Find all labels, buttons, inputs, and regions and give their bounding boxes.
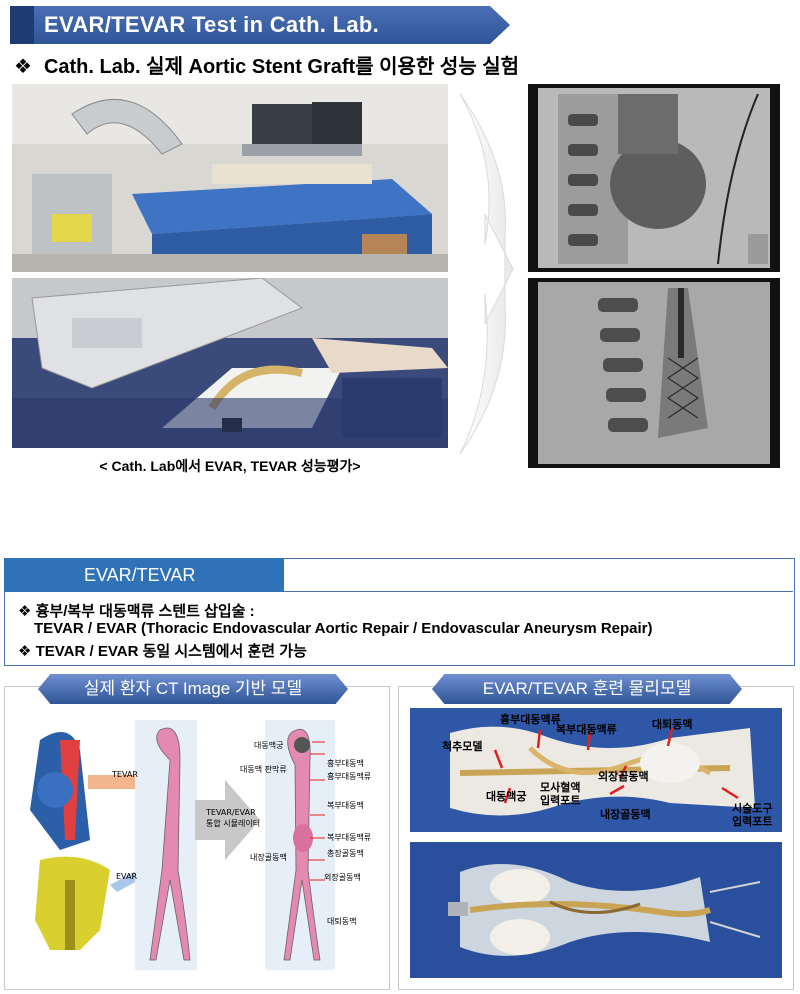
anatomy-label: 대퇴동맥 — [327, 917, 357, 926]
label-spine-model: 척추모델 — [442, 740, 483, 753]
anatomy-label: 내장골동맥 — [250, 853, 287, 862]
label-femoral: 대퇴동맥 — [652, 718, 693, 731]
tevar-arrow-label: TEVAR — [112, 770, 138, 779]
photo-caption: < Cath. Lab에서 EVAR, TEVAR 성능평가> — [99, 458, 361, 474]
anatomy-label: 외장골동맥 — [324, 873, 361, 882]
subtitle-text: Cath. Lab. 실제 Aortic Stent Graft를 이용한 성능… — [43, 56, 520, 78]
evar-line-3: ❖ TEVAR / EVAR 동일 시스템에서 훈련 가능 — [18, 643, 307, 660]
anatomy-label: 흉부대동맥류 — [327, 772, 372, 781]
anatomy-label: 총장골동맥 — [327, 849, 364, 858]
diamond-bullet-icon: ❖ — [14, 56, 32, 78]
xray-image-bottom — [528, 278, 780, 468]
cath-lab-photo-procedure — [12, 278, 448, 448]
anatomy-label: 복부대동맥 — [327, 801, 364, 810]
anatomy-label: 대동맥궁 — [254, 741, 284, 750]
evar-arrow-label: EVAR — [116, 872, 138, 881]
label-internal-iliac: 내장골동맥 — [600, 808, 651, 821]
physical-model-photo-bottom — [410, 842, 782, 978]
xray-image-top — [528, 84, 780, 272]
label-instrument-port-1: 시술도구 — [732, 802, 773, 815]
title-banner-accent — [10, 6, 34, 44]
label-abdominal-aneurysm: 복부대동맥류 — [556, 723, 617, 736]
simulator-label-2: 통합 시뮬레이터 — [206, 819, 261, 828]
page-title: EVAR/TEVAR Test in Cath. Lab. — [44, 12, 380, 37]
evar-line-2: TEVAR / EVAR (Thoracic Endovascular Aort… — [34, 620, 653, 637]
evar-line-1: ❖ 흉부/복부 대동맥류 스텐트 삽입술 : — [18, 603, 255, 620]
ct-model-title: 실제 환자 CT Image 기반 모델 — [38, 674, 348, 704]
subtitle: ❖ Cath. Lab. 실제 Aortic Stent Graft를 이용한 성… — [14, 50, 519, 79]
simulator-label-1: TEVAR/EVAR — [206, 808, 256, 817]
anatomy-label: 흉부대동맥 — [327, 759, 364, 768]
evar-section-header-bar — [4, 558, 284, 592]
ct-model-diagram — [20, 720, 370, 980]
curved-arrow-icon — [455, 84, 525, 464]
cath-lab-photo-room — [12, 84, 448, 272]
label-instrument-port-2: 입력포트 — [732, 815, 773, 828]
evar-section-divider — [284, 591, 793, 592]
title-banner — [10, 6, 510, 44]
label-blood-port-1: 모사혈액 — [540, 781, 581, 794]
label-aortic-arch: 대동맥궁 — [486, 790, 527, 803]
physical-model-photo-top — [410, 708, 782, 832]
evar-section-heading: EVAR/TEVAR — [84, 565, 196, 585]
label-external-iliac: 외장골동맥 — [598, 770, 649, 783]
anatomy-label: 대동맥 판막류 — [240, 765, 287, 774]
thoracic-ct-model — [30, 732, 90, 850]
label-thoracic-aneurysm: 흉부대동맥류 — [500, 713, 561, 726]
anatomy-label: 복부대동맥류 — [327, 833, 372, 842]
evar-section-box — [4, 558, 795, 666]
label-blood-port-2: 입력포트 — [540, 794, 581, 807]
abdominal-ct-model — [35, 856, 110, 950]
physical-model-title: EVAR/TEVAR 훈련 물리모델 — [432, 674, 742, 704]
